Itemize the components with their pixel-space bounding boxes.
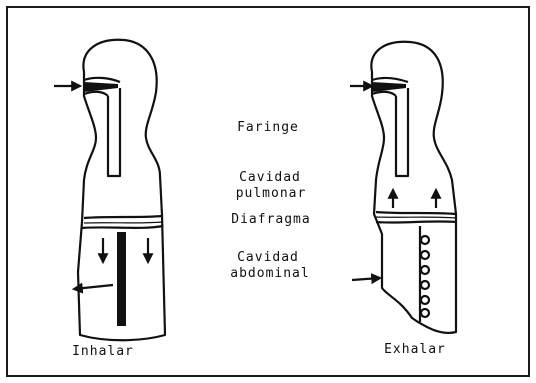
exhale-mouth-fill xyxy=(372,82,406,92)
label-cavidad-pulmonar-line2: pulmonar xyxy=(236,186,307,201)
exhale-in-arrow-icon xyxy=(352,278,380,280)
label-cavidad-abdominal-line1: Cavidad xyxy=(237,250,299,265)
exhale-wall-loop-3 xyxy=(421,266,429,274)
exhale-diaphragm-top xyxy=(376,212,456,214)
exhale-diaphragm-mid xyxy=(376,217,456,218)
exhale-wall-loop-1 xyxy=(421,236,429,244)
exhale-wall-loop-6 xyxy=(421,309,429,317)
exhale-wall-loop-4 xyxy=(421,281,429,289)
inhale-diaphragm-mid xyxy=(84,222,162,223)
exhale-figure xyxy=(371,42,456,333)
inhale-mouth-lower xyxy=(84,92,108,96)
inhale-out-arrow-icon xyxy=(74,285,113,289)
exhale-mouth-upper xyxy=(372,78,408,82)
exhale-wall-loop-2 xyxy=(421,251,429,259)
inhale-pharynx-tube xyxy=(108,88,120,176)
label-exhalar: Exhalar xyxy=(384,342,446,357)
label-diafragma: Diafragma xyxy=(231,212,310,227)
exhale-mouth-lower xyxy=(372,92,396,96)
label-cavidad-pulmonar-line1: Cavidad xyxy=(239,170,301,185)
inhale-mouth-fill xyxy=(84,82,118,92)
label-inhalar: Inhalar xyxy=(72,344,134,359)
label-faringe: Faringe xyxy=(237,120,299,135)
inhale-diaphragm-top xyxy=(84,216,162,218)
inhale-figure xyxy=(78,40,165,340)
inhale-mouth-upper xyxy=(84,78,120,82)
exhale-diaphragm-bottom xyxy=(376,221,456,222)
inhale-diaphragm-bottom xyxy=(82,226,163,228)
inhale-abdominal-wall xyxy=(117,232,126,326)
exhale-pharynx-tube xyxy=(396,88,408,176)
exhale-wall-loop-5 xyxy=(421,296,429,304)
label-cavidad-abdominal-line2: abdominal xyxy=(230,266,309,281)
